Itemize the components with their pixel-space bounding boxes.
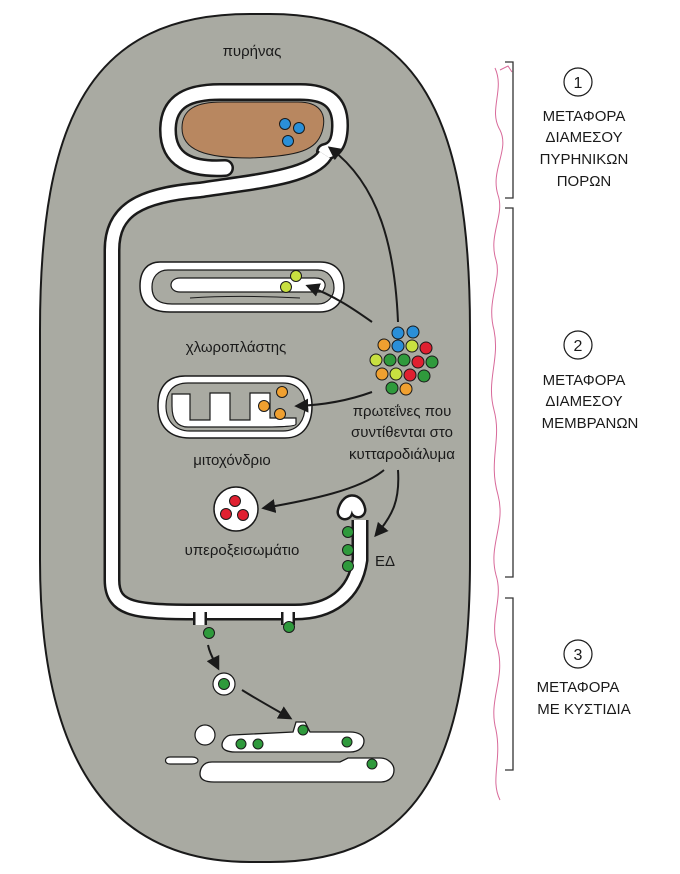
step-3-number: 3 bbox=[574, 647, 583, 664]
step-2-text-line2: ΔΙΑΜΕΣΟΥ bbox=[545, 393, 622, 410]
step-1-text-line4: ΠΟΡΩΝ bbox=[557, 173, 612, 190]
cytosol-proteins-label-line2: συντίθενται στο bbox=[351, 424, 453, 441]
step-1-text-line1: ΜΕΤΑΦΟΡΑ bbox=[543, 108, 626, 125]
step-3-text-line2: ΜΕ ΚΥΣΤΙΔΙΑ bbox=[537, 701, 630, 718]
arrow-to-mitochondrion bbox=[294, 391, 373, 413]
chloroplast-label: χλωροπλάστης bbox=[186, 339, 287, 356]
step-2-number: 2 bbox=[574, 338, 583, 355]
golgi-cisterna-lower bbox=[199, 757, 395, 783]
peroxisome bbox=[213, 486, 259, 532]
empty-vesicle bbox=[194, 724, 216, 746]
er-tubule bbox=[336, 494, 367, 521]
nucleus-label: πυρήνας bbox=[223, 43, 282, 60]
protein-dots bbox=[203, 118, 439, 770]
golgi-small-tubule bbox=[164, 756, 199, 765]
endomembrane-loop bbox=[103, 149, 369, 621]
step-3-bracket bbox=[505, 597, 514, 771]
step-2-text-line1: ΜΕΤΑΦΟΡΑ bbox=[543, 372, 626, 389]
step-2-number-circle bbox=[563, 330, 593, 360]
step-1-bracket bbox=[505, 61, 514, 199]
chloroplast bbox=[139, 261, 345, 313]
step-1-number-circle bbox=[563, 67, 593, 97]
step-1-text-line2: ΔΙΑΜΕΣΟΥ bbox=[545, 129, 622, 146]
step-1-number: 1 bbox=[574, 75, 583, 92]
arrow-to-peroxisome bbox=[261, 469, 385, 513]
arrow-to-er bbox=[374, 469, 400, 538]
step-3-number-circle bbox=[563, 639, 593, 669]
mitochondrion bbox=[157, 375, 313, 439]
arrow-to-nucleus bbox=[327, 146, 399, 323]
cytosol-proteins-label-line3: κυτταροδιάλυμα bbox=[349, 446, 455, 463]
margin-scribbles bbox=[491, 65, 513, 801]
nuclear-envelope bbox=[158, 83, 350, 178]
mitochondrion-label: μιτοχόνδριο bbox=[193, 452, 271, 469]
step-2-bracket bbox=[505, 207, 514, 578]
peroxisome-label: υπεροξεισωμάτιο bbox=[185, 542, 300, 559]
er-label: ΕΔ bbox=[375, 553, 395, 570]
arrows bbox=[206, 146, 400, 720]
cytosol-proteins-label-line1: πρωτεΐνες που bbox=[353, 403, 452, 420]
arrow-vesicle-down bbox=[206, 644, 220, 671]
step-3-text-line1: ΜΕΤΑΦΟΡΑ bbox=[537, 679, 620, 696]
step-1-text-line3: ΠΥΡΗΝΙΚΩΝ bbox=[540, 151, 629, 168]
arrow-to-chloroplast bbox=[305, 283, 373, 323]
step-2-text-line3: ΜΕΜΒΡΑΝΩΝ bbox=[542, 415, 639, 432]
arrow-vesicle-to-golgi bbox=[241, 689, 293, 720]
